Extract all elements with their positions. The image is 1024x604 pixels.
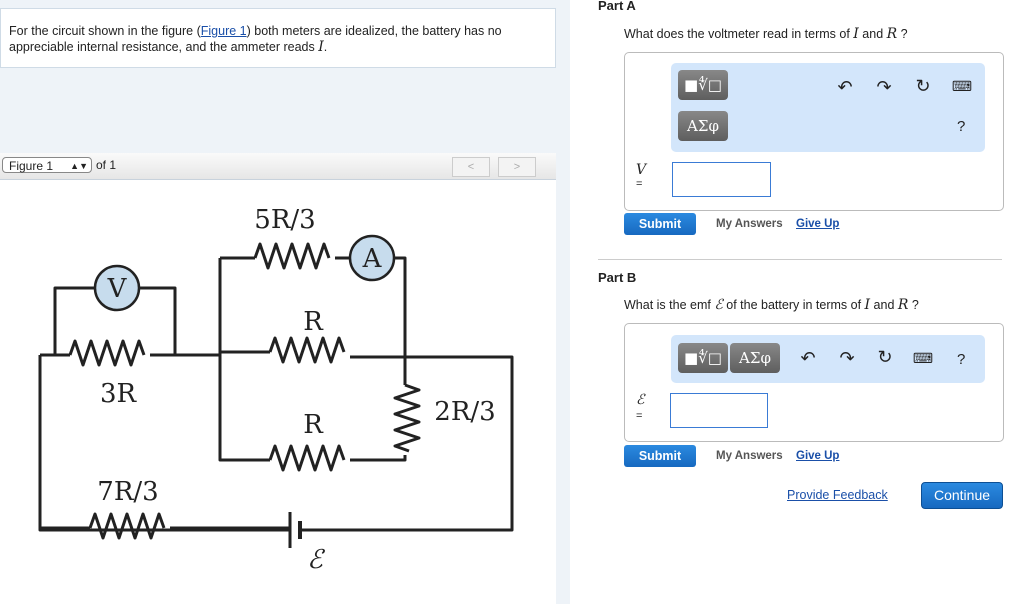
intro-text: For the circuit shown in the figure ( xyxy=(9,24,201,38)
resistor-r-bottom xyxy=(268,444,346,472)
figure-select-value: Figure 1 xyxy=(9,159,54,173)
updown-icon: ▲▼ xyxy=(70,161,88,171)
reset-icon[interactable]: ↻ xyxy=(877,347,893,367)
part-b-submit-button[interactable]: Submit xyxy=(624,445,696,467)
var-i: I xyxy=(853,26,859,42)
keyboard-icon[interactable]: ⌨ xyxy=(912,350,934,366)
ammeter-label: A xyxy=(362,244,383,274)
var-i: I xyxy=(318,39,324,55)
resistor-2r3 xyxy=(393,383,421,453)
templates-button[interactable]: ■∜□ xyxy=(678,70,728,100)
equals-sign: = xyxy=(636,410,643,422)
templates-button[interactable]: ■∜□ xyxy=(678,343,728,373)
keyboard-icon[interactable]: ⌨ xyxy=(951,78,973,94)
var-emf: ℰ xyxy=(714,297,723,313)
resistor-5r3 xyxy=(253,242,331,270)
redo-icon[interactable]: ↷ xyxy=(839,348,855,368)
q-mid: of the battery in terms of xyxy=(722,298,865,312)
part-b-my-answers[interactable]: My Answers xyxy=(716,450,783,462)
var-r: R xyxy=(897,297,909,313)
wire xyxy=(218,256,407,462)
part-a-question: What does the voltmeter read in terms of… xyxy=(624,26,908,42)
voltmeter-answer-input[interactable] xyxy=(672,162,771,197)
label-2r3: 2R/3 xyxy=(434,397,495,427)
emf-answer-input[interactable] xyxy=(670,393,768,428)
continue-button[interactable]: Continue xyxy=(921,482,1003,509)
figure-count: of 1 xyxy=(96,158,117,172)
greek-symbols-button[interactable]: ΑΣφ xyxy=(678,111,728,141)
label-r-mid: R xyxy=(303,307,324,337)
label-5r3: 5R/3 xyxy=(254,205,315,235)
voltmeter xyxy=(93,264,141,312)
provide-feedback-link[interactable]: Provide Feedback xyxy=(787,488,888,502)
help-button[interactable]: ? xyxy=(957,118,966,135)
undo-icon[interactable]: ↶ xyxy=(837,77,853,97)
answer-var-label: V xyxy=(636,162,647,178)
resistor-7r3 xyxy=(88,512,166,540)
greek-symbols-button[interactable]: ΑΣφ xyxy=(730,343,780,373)
answer-var-label: ℰ xyxy=(636,392,645,408)
q-text: What is the emf xyxy=(624,298,715,312)
wire xyxy=(40,286,220,357)
part-b-title: Part B xyxy=(598,270,637,285)
equals-sign: = xyxy=(636,178,643,190)
q-text: What does the voltmeter read in terms of xyxy=(624,27,854,41)
part-b-give-up[interactable]: Give Up xyxy=(796,450,840,462)
part-a-give-up[interactable]: Give Up xyxy=(796,218,840,230)
wire xyxy=(38,355,514,532)
figure-select[interactable]: Figure 1 ▲▼ xyxy=(2,157,92,173)
q-and: and xyxy=(870,298,898,312)
var-i: I xyxy=(864,297,871,313)
next-figure-button[interactable]: > xyxy=(498,157,536,177)
intro-text-2: ) both meters are idealized, the battery… xyxy=(9,24,502,54)
voltmeter-label: V xyxy=(107,274,128,304)
q-and: and xyxy=(858,27,887,41)
redo-icon[interactable]: ↷ xyxy=(876,77,892,97)
label-3r: 3R xyxy=(100,379,138,409)
undo-icon[interactable]: ↶ xyxy=(800,348,816,368)
label-r-bottom: R xyxy=(303,410,324,440)
label-7r3: 7R/3 xyxy=(97,477,158,507)
resistor-3r xyxy=(68,339,146,367)
help-button[interactable]: ? xyxy=(957,351,966,368)
ammeter xyxy=(348,234,396,282)
part-a-my-answers[interactable]: My Answers xyxy=(716,218,783,230)
part-b-question: What is the emf ℰ of the battery in term… xyxy=(624,297,919,313)
divider xyxy=(598,259,1002,260)
reset-icon[interactable]: ↻ xyxy=(915,76,931,96)
q-end: ? xyxy=(897,27,908,41)
var-r: R xyxy=(886,26,898,42)
label-emf: ℰ xyxy=(307,545,325,575)
part-a-submit-button[interactable]: Submit xyxy=(624,213,696,235)
circuit-diagram: V A 5R/3 R 3R R 2R/3 7R/3 ℰ xyxy=(38,205,514,575)
intro-end: . xyxy=(323,40,328,54)
figure-link[interactable]: Figure 1 xyxy=(200,24,247,38)
q-end: ? xyxy=(908,298,919,312)
resistor-r-mid xyxy=(268,336,346,364)
part-a-title: Part A xyxy=(598,0,636,13)
problem-intro: For the circuit shown in the figure (Fig… xyxy=(0,8,556,68)
prev-figure-button[interactable]: < xyxy=(452,157,490,177)
